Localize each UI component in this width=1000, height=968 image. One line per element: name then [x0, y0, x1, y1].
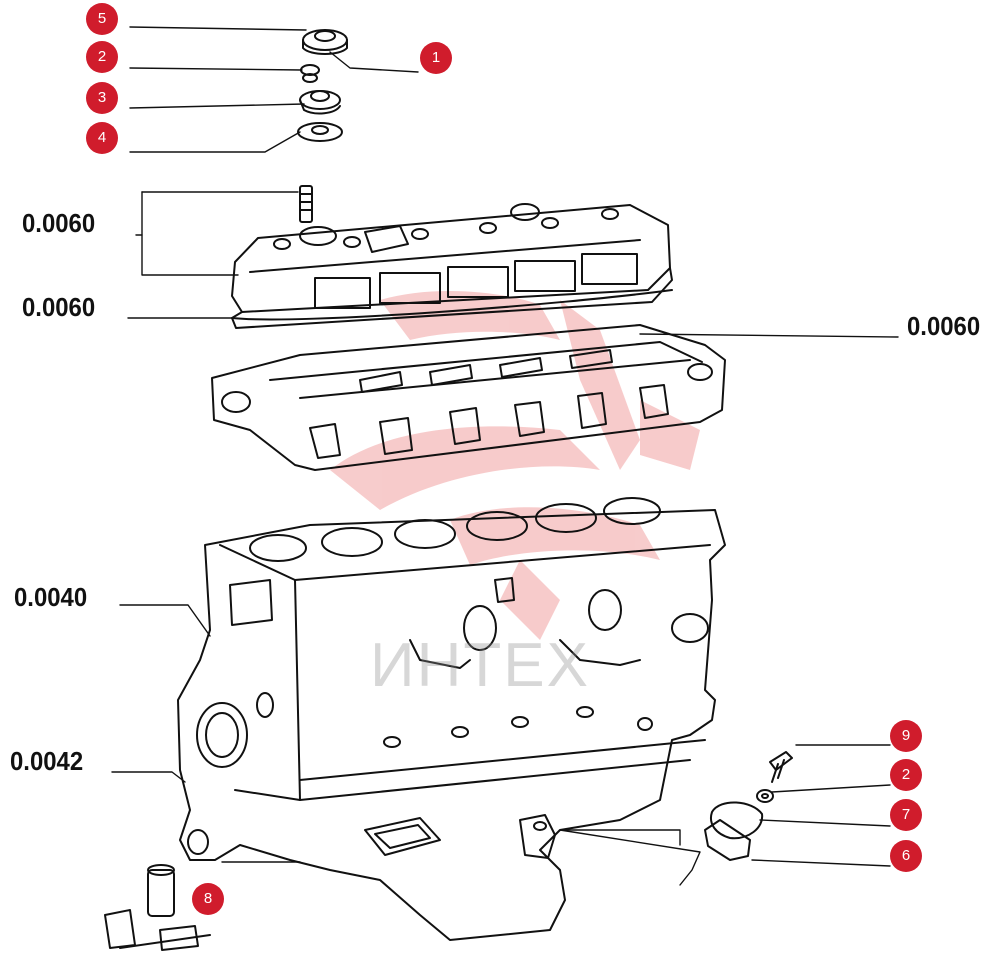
- callout-8[interactable]: 8: [192, 883, 224, 915]
- cover-stud: [299, 185, 313, 223]
- side-cover-parts: [704, 751, 793, 861]
- tappet-parts: [104, 864, 211, 951]
- ref-label-block-lower: 0.0042: [10, 746, 84, 776]
- cylinder-head: [211, 324, 726, 471]
- watermark-text: ИНТЕХ: [370, 631, 590, 700]
- leader-lines: [111, 26, 899, 886]
- ref-label-cover-bolt: 0.0060: [22, 208, 96, 238]
- ref-label-head-gasket: 0.0060: [907, 311, 981, 341]
- callout-6[interactable]: 6: [890, 840, 922, 872]
- callout-3[interactable]: 3: [86, 82, 118, 114]
- callout-7[interactable]: 7: [890, 799, 922, 831]
- callout-5[interactable]: 5: [86, 3, 118, 35]
- cover-gasket: [231, 289, 673, 321]
- callout-9[interactable]: 9: [890, 720, 922, 752]
- callout-2-bottom[interactable]: 2: [890, 759, 922, 791]
- callout-1[interactable]: 1: [420, 42, 452, 74]
- callout-4[interactable]: 4: [86, 122, 118, 154]
- top-parts-stack: [297, 29, 348, 142]
- ref-label-block-upper: 0.0040: [14, 582, 88, 612]
- callout-2-top[interactable]: 2: [86, 41, 118, 73]
- ref-label-cover-gasket: 0.0060: [22, 292, 96, 322]
- engine-block: [177, 497, 726, 941]
- watermark-logo-icon: [330, 290, 700, 640]
- valve-cover: [231, 203, 673, 329]
